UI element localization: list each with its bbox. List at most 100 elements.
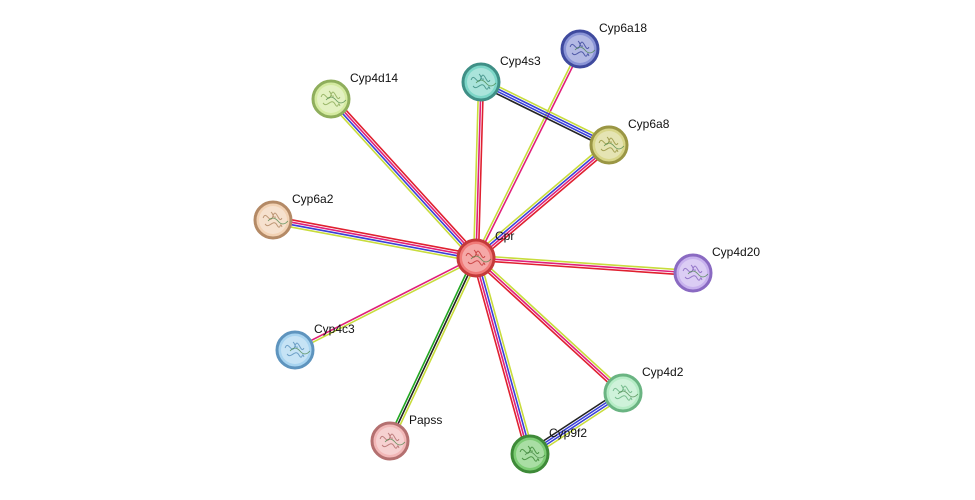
edge-cpr-cyp4s3[interactable]	[472, 81, 485, 259]
protein-structure-icon	[262, 211, 283, 228]
edge-strand	[294, 258, 478, 352]
node-label: Cyp4d14	[350, 71, 398, 85]
node-inner-highlight	[679, 259, 707, 287]
edge-strand	[476, 256, 532, 455]
node-cyp6a2[interactable]: Cyp6a2	[253, 192, 334, 240]
edge-strand	[391, 258, 479, 443]
edge-strand	[329, 99, 476, 260]
protein-structure-icon	[465, 249, 486, 266]
node-inner-highlight	[259, 206, 287, 234]
node-circle[interactable]	[603, 373, 643, 413]
node-circle[interactable]	[560, 29, 600, 69]
edge-cpr-cyp6a18[interactable]	[474, 47, 582, 260]
protein-structure-icon	[569, 40, 590, 57]
edge-strand	[478, 256, 535, 454]
node-cpr[interactable]: Cpr	[456, 229, 514, 278]
protein-structure-icon	[384, 438, 406, 446]
protein-structure-icon	[524, 451, 546, 459]
edge-strand	[475, 254, 694, 272]
node-circle[interactable]	[370, 421, 410, 461]
edge-strand	[475, 259, 694, 277]
protein-structure-icon	[284, 341, 305, 358]
protein-structure-icon	[612, 384, 633, 401]
edge-cpr-papss[interactable]	[387, 256, 479, 443]
edge-strand	[271, 220, 477, 260]
edge-strand	[474, 143, 610, 258]
edge-cpr-cyp6a8[interactable]	[472, 141, 613, 262]
edge-cpr-cyp4d20[interactable]	[475, 254, 694, 277]
node-cyp4s3[interactable]: Cyp4s3	[461, 54, 541, 102]
edge-strand	[480, 80, 611, 145]
node-inner-highlight	[317, 85, 345, 113]
protein-structure-icon	[519, 445, 540, 462]
node-circle[interactable]	[673, 253, 713, 293]
protein-structure-icon	[475, 79, 497, 87]
edge-strand	[332, 95, 480, 257]
protein-structure-icon	[470, 255, 492, 263]
node-cyp4d14[interactable]: Cyp4d14	[311, 71, 398, 119]
protein-structure-icon	[320, 90, 341, 107]
edge-strand	[478, 84, 609, 150]
edge-strand	[389, 257, 477, 442]
node-cyp9f2[interactable]: Cyp9f2	[510, 426, 587, 474]
edge-strand	[471, 258, 528, 456]
node-label: Cpr	[495, 229, 514, 243]
node-label: Cyp4d2	[642, 365, 684, 379]
edge-strand	[472, 141, 608, 257]
node-inner-highlight	[281, 336, 309, 364]
edge-strand	[272, 215, 478, 256]
edge-cpr-cyp6a2[interactable]	[271, 215, 478, 263]
node-papss[interactable]: Papss	[370, 413, 442, 461]
node-label: Cyp6a8	[628, 117, 670, 131]
edge-strand	[481, 77, 612, 143]
node-label: Cyp4d20	[712, 245, 760, 259]
node-circle[interactable]	[253, 200, 293, 240]
edge-strand	[272, 218, 478, 258]
edge-strand	[474, 47, 580, 259]
edge-strand	[271, 222, 477, 263]
edge-strand	[327, 100, 475, 262]
edge-strand	[293, 256, 477, 350]
edge-strand	[473, 258, 623, 396]
node-cyp4d2[interactable]: Cyp4d2	[603, 365, 684, 413]
node-label: Cyp9f2	[549, 426, 587, 440]
node-circle[interactable]	[589, 125, 629, 165]
edge-cyp4s3-cyp6a8[interactable]	[478, 77, 612, 150]
node-cyp6a8[interactable]: Cyp6a8	[589, 117, 670, 165]
node-circle[interactable]	[311, 79, 351, 119]
node-cyp4d20[interactable]: Cyp4d20	[673, 245, 760, 293]
protein-structure-icon	[682, 264, 703, 281]
protein-structure-icon	[379, 432, 400, 449]
node-cyp4c3[interactable]: Cyp4c3	[275, 322, 355, 370]
node-inner-highlight	[462, 244, 490, 272]
edge-cpr-cyp9f2[interactable]	[471, 256, 535, 456]
protein-structure-icon	[603, 142, 625, 150]
node-inner-highlight	[376, 427, 404, 455]
node-label: Papss	[409, 413, 442, 427]
node-inner-highlight	[566, 35, 594, 63]
node-circle[interactable]	[510, 434, 550, 474]
edge-cpr-cyp4c3[interactable]	[293, 256, 478, 352]
node-label: Cyp6a2	[292, 192, 334, 206]
protein-structure-icon	[289, 347, 311, 355]
node-circle[interactable]	[461, 62, 501, 102]
edge-strand	[331, 97, 478, 258]
edge-strand	[476, 255, 626, 393]
protein-structure-icon	[574, 46, 596, 54]
node-cyp6a18[interactable]: Cyp6a18	[560, 21, 647, 69]
protein-structure-icon	[267, 217, 289, 225]
edge-cpr-cyp4d14[interactable]	[327, 95, 480, 262]
edge-strand	[472, 81, 480, 259]
edge-strand	[476, 48, 582, 260]
edge-strand	[477, 146, 613, 262]
node-inner-highlight	[595, 131, 623, 159]
edge-strand	[387, 256, 475, 441]
node-circle[interactable]	[456, 238, 496, 278]
edge-strand	[479, 82, 610, 147]
edge-cpr-cyp4d2[interactable]	[473, 255, 626, 396]
node-inner-highlight	[467, 68, 495, 96]
edge-strand	[474, 257, 530, 456]
node-circle[interactable]	[275, 330, 315, 370]
